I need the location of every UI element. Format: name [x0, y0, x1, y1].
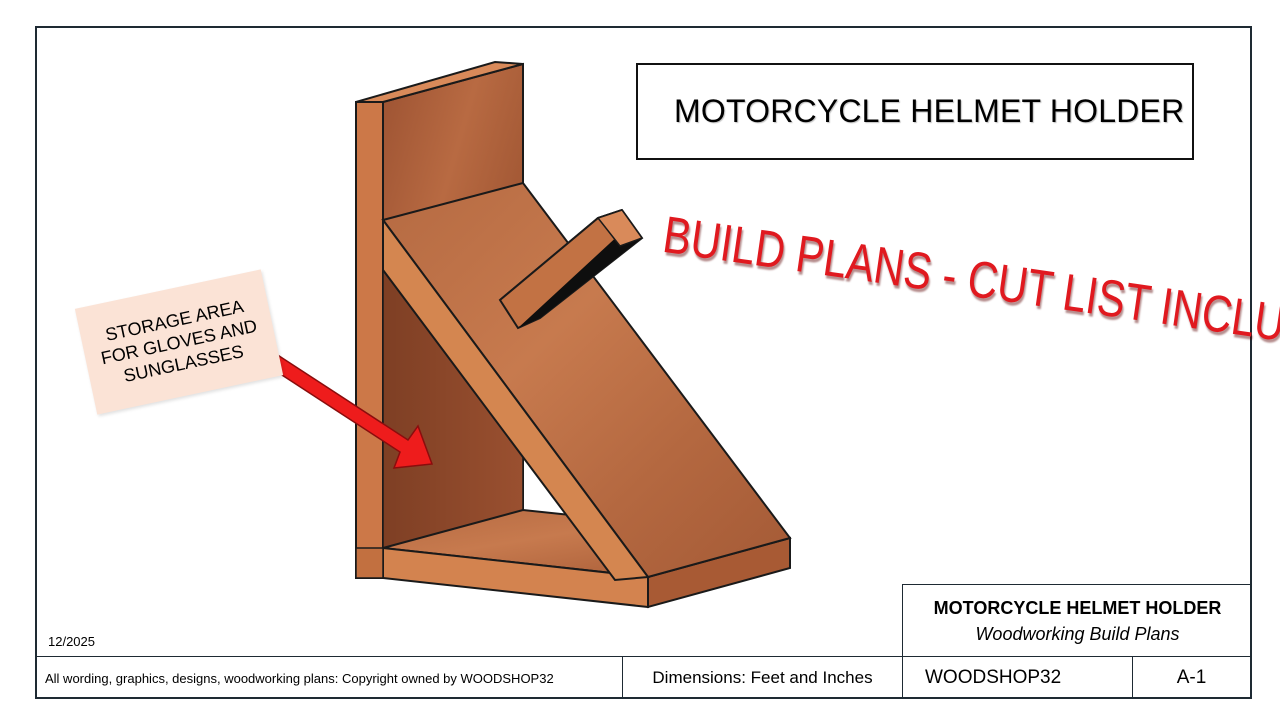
company-name: WOODSHOP32 — [902, 657, 1132, 699]
main-title-box: MOTORCYCLE HELMET HOLDER — [636, 63, 1194, 160]
title-block-row: All wording, graphics, designs, woodwork… — [35, 656, 1252, 699]
callout-arrow — [260, 348, 434, 469]
back-panel-side-edge — [355, 101, 384, 579]
brace-edge — [382, 216, 650, 582]
helmet-peg-shadow — [518, 232, 642, 328]
sheet-number: A-1 — [1132, 657, 1250, 699]
dimensions-units: Dimensions: Feet and Inches — [622, 657, 902, 699]
title-block-project-name: MOTORCYCLE HELMET HOLDER — [933, 597, 1222, 618]
copyright-notice: All wording, graphics, designs, woodwork… — [45, 670, 554, 686]
revision-date: 12/2025 — [48, 634, 95, 649]
title-block-header: MOTORCYCLE HELMET HOLDER Woodworking Bui… — [902, 584, 1252, 657]
main-title: MOTORCYCLE HELMET HOLDER — [674, 93, 1185, 129]
title-block-subtitle: Woodworking Build Plans — [975, 623, 1180, 644]
